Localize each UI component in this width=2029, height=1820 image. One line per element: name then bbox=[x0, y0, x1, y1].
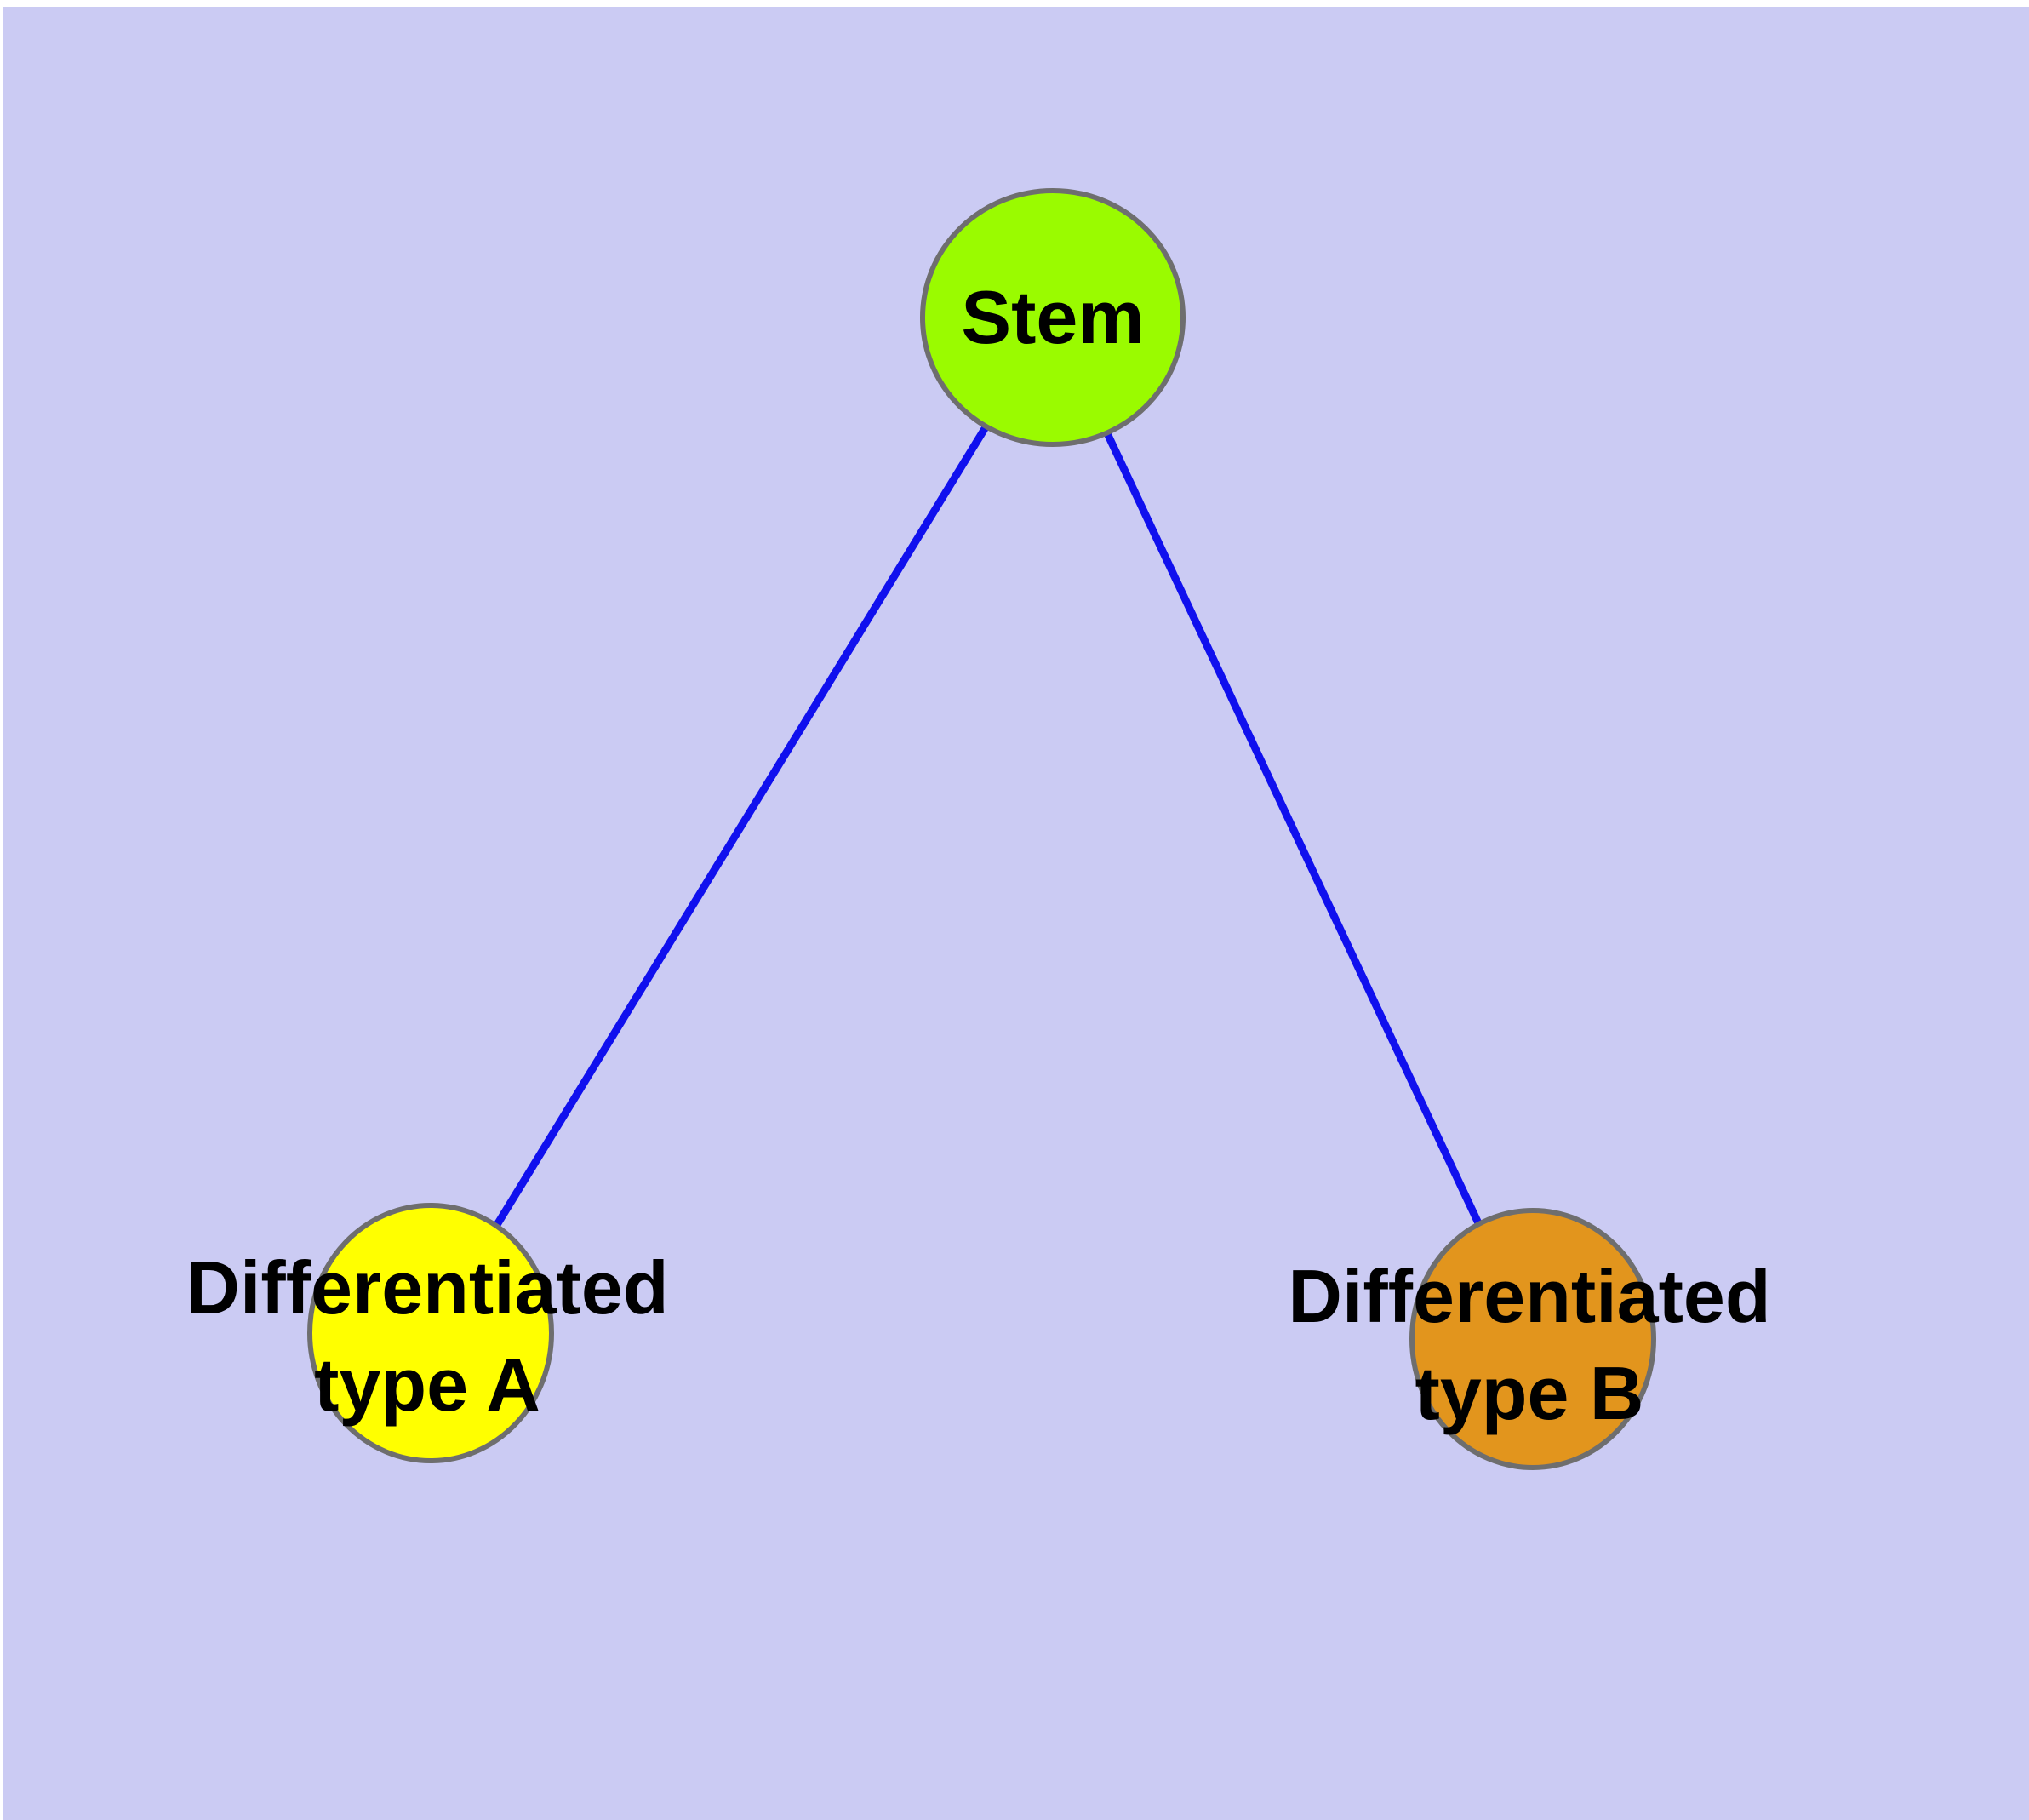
node-type-a-shape bbox=[307, 1203, 554, 1463]
node-type-a-label-line-1: Differentiated bbox=[186, 1245, 669, 1330]
node-type-a-label-line-2: type A bbox=[314, 1342, 540, 1427]
node-type-a-label: Differentiated type A bbox=[186, 1239, 668, 1434]
graph-svg bbox=[307, 188, 1656, 1470]
node-type-b-label-line-1: Differentiated bbox=[1288, 1254, 1771, 1338]
node-type-b-shape bbox=[1409, 1208, 1656, 1470]
edge-stem-to-type-a bbox=[427, 315, 1056, 1336]
node-stem-shape bbox=[920, 188, 1186, 447]
edge-stem-to-type-b bbox=[1049, 316, 1537, 1341]
node-stem-label: Stem bbox=[961, 269, 1144, 366]
diagram-canvas: Stem Differentiated type A Differentiate… bbox=[3, 7, 2029, 1820]
node-stem-label-line: Stem bbox=[961, 275, 1145, 359]
node-type-b-label: Differentiated type B bbox=[1288, 1248, 1770, 1442]
node-type-b-label-line-2: type B bbox=[1415, 1351, 1644, 1435]
